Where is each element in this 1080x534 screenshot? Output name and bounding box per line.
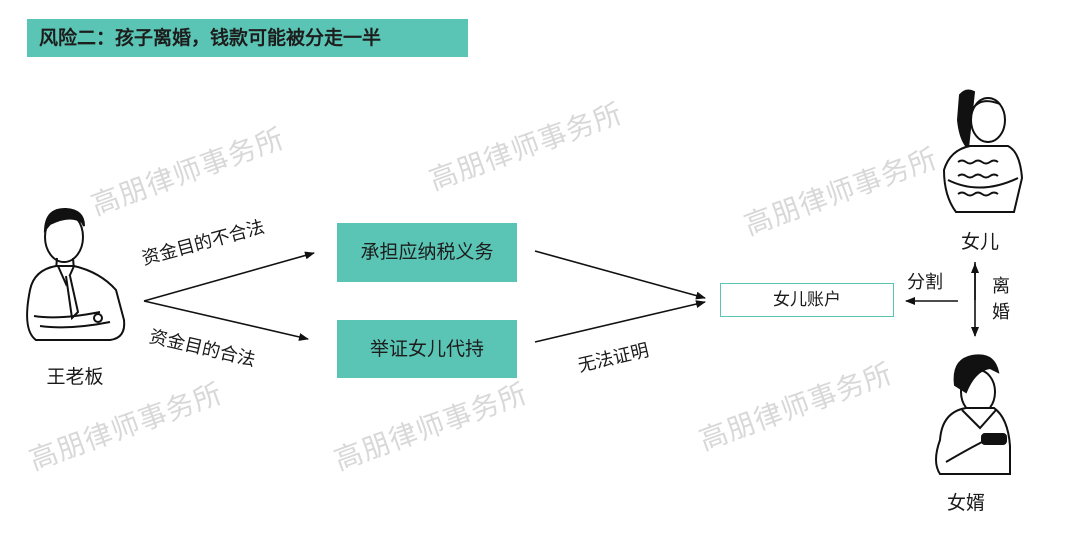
page-title: 风险二：孩子离婚，钱款可能被分走一半 xyxy=(27,19,468,57)
boss-illustration xyxy=(26,207,126,341)
prove-proxy-box: 举证女儿代持 xyxy=(337,320,517,378)
divorce-label-1: 离 xyxy=(992,276,1010,297)
tax-obligation-box: 承担应纳税义务 xyxy=(337,223,517,282)
son-in-law-label: 女婿 xyxy=(946,492,985,514)
daughter-illustration xyxy=(942,89,1024,213)
son-in-law-illustration xyxy=(935,354,1011,475)
split-label: 分割 xyxy=(907,272,943,293)
daughter-account-box: 女儿账户 xyxy=(720,283,894,317)
divorce-label-2: 婚 xyxy=(992,302,1010,323)
daughter-label: 女儿 xyxy=(960,231,999,253)
boss-label: 王老板 xyxy=(46,366,104,388)
